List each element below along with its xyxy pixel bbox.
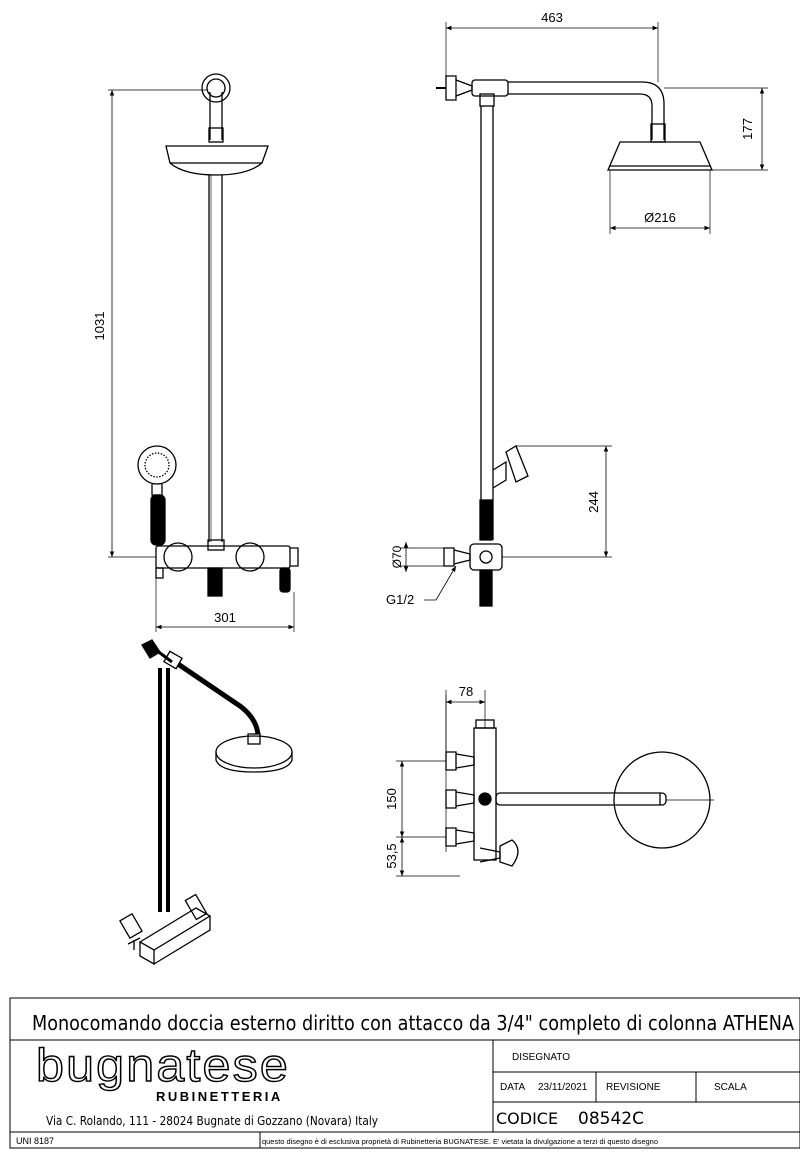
- top-conn-2-wall: [445, 789, 457, 809]
- iso-head-top: [215, 735, 293, 769]
- dim-177-label: 177: [740, 118, 755, 140]
- dim-244-label: 244: [586, 491, 601, 513]
- g12-leader: [424, 565, 457, 601]
- brand-subtitle: RUBINETTERIA: [156, 1089, 283, 1104]
- side-column-top: [479, 93, 495, 107]
- front-right-cap: [235, 542, 265, 572]
- top-view: [396, 690, 714, 877]
- side-wall-flange: [455, 79, 473, 97]
- top-conn-3-wall: [445, 827, 457, 847]
- dim-463-label: 463: [541, 10, 563, 25]
- side-mixer-body: [469, 543, 503, 571]
- side-mixer-wall: [443, 547, 455, 567]
- side-view: [400, 22, 768, 607]
- iso-column: [158, 668, 170, 912]
- side-arm-nut: [650, 123, 666, 143]
- codice-label: CODICE: [496, 1109, 558, 1128]
- brand-logo: bugnatese: [36, 1039, 290, 1091]
- top-conn-3: [455, 829, 475, 845]
- side-hand-shower: [505, 445, 529, 483]
- front-column-base: [207, 539, 225, 551]
- top-hand-shower: [499, 839, 519, 867]
- dim-70-label: Ø70: [390, 545, 404, 568]
- front-left-cap: [163, 542, 193, 572]
- front-outlet: [207, 567, 223, 597]
- side-arm-outer: [508, 81, 665, 140]
- drawing-title: Monocomando doccia esterno diritto con a…: [32, 1011, 794, 1035]
- title-block-frame: [9, 997, 800, 1149]
- thread-g12-label: G1/2: [386, 592, 414, 607]
- scala-label: SCALA: [714, 1082, 747, 1093]
- side-mixer-cap: [479, 550, 493, 564]
- iso-mixer-left: [139, 942, 155, 966]
- front-hand-shower-holes: [144, 452, 170, 478]
- front-hand-handle: [150, 494, 166, 546]
- front-hand-neck: [151, 484, 163, 496]
- title-block: [9, 997, 800, 1149]
- dim-301-label: 301: [214, 610, 236, 625]
- front-wall-rosette: [201, 73, 231, 103]
- top-conn-2: [455, 791, 475, 807]
- top-arm: [495, 792, 667, 806]
- front-wall-rosette-inner: [206, 78, 226, 98]
- disegnato-label: DISEGNATO: [512, 1052, 570, 1063]
- side-wall-plate: [445, 75, 457, 101]
- front-view: [108, 73, 299, 632]
- dim-78-label: 78: [459, 684, 473, 699]
- iso-arm: [176, 661, 261, 735]
- front-shower-head: [165, 145, 269, 176]
- ownership-disclaimer: questo disegno è di esclusiva proprietà …: [262, 1137, 658, 1146]
- iso-left-cap: [119, 912, 143, 940]
- side-outlet: [479, 569, 493, 607]
- iso-head-nut: [247, 733, 261, 745]
- iso-bracket-neck: [155, 648, 173, 664]
- iso-wall-bracket: [141, 639, 161, 659]
- front-lever: [279, 567, 291, 593]
- front-left-knob: [155, 567, 164, 579]
- iso-wall-connector: [127, 937, 141, 950]
- codice-value: 08542C: [578, 1109, 644, 1129]
- side-arm-coupler: [471, 79, 509, 97]
- iso-mixer-top: [138, 907, 212, 951]
- front-hand-shower: [137, 445, 177, 485]
- front-arm: [209, 92, 223, 140]
- dim-53-5-label: 53,5: [384, 843, 399, 868]
- data-label: DATA: [500, 1082, 526, 1093]
- isometric-view: [119, 639, 293, 966]
- top-conn-1: [455, 753, 475, 769]
- front-mixer-body: [155, 545, 291, 569]
- uni-standard: UNI 8187: [16, 1136, 54, 1146]
- side-hose: [479, 499, 493, 541]
- dim-1031-label: 1031: [92, 312, 107, 341]
- side-arm-inner: [508, 93, 653, 140]
- data-value: 23/11/2021: [538, 1082, 588, 1093]
- front-column: [208, 175, 223, 542]
- side-holder-arm: [492, 460, 507, 489]
- dim-216-label: Ø216: [644, 210, 676, 225]
- iso-right-cap: [184, 893, 208, 921]
- side-mixer-flange: [453, 549, 471, 565]
- company-address: Via C. Rolando, 111 - 28024 Bugnate di G…: [46, 1114, 378, 1128]
- iso-head-side: [215, 752, 293, 773]
- front-body-end: [290, 547, 299, 567]
- side-column: [480, 106, 494, 540]
- dim-150-label: 150: [384, 788, 399, 810]
- revisione-label: REVISIONE: [606, 1082, 661, 1093]
- front-arm-nut: [208, 127, 224, 143]
- top-knob: [478, 792, 492, 806]
- iso-mixer-front: [153, 916, 211, 965]
- top-conn-1-wall: [445, 751, 457, 771]
